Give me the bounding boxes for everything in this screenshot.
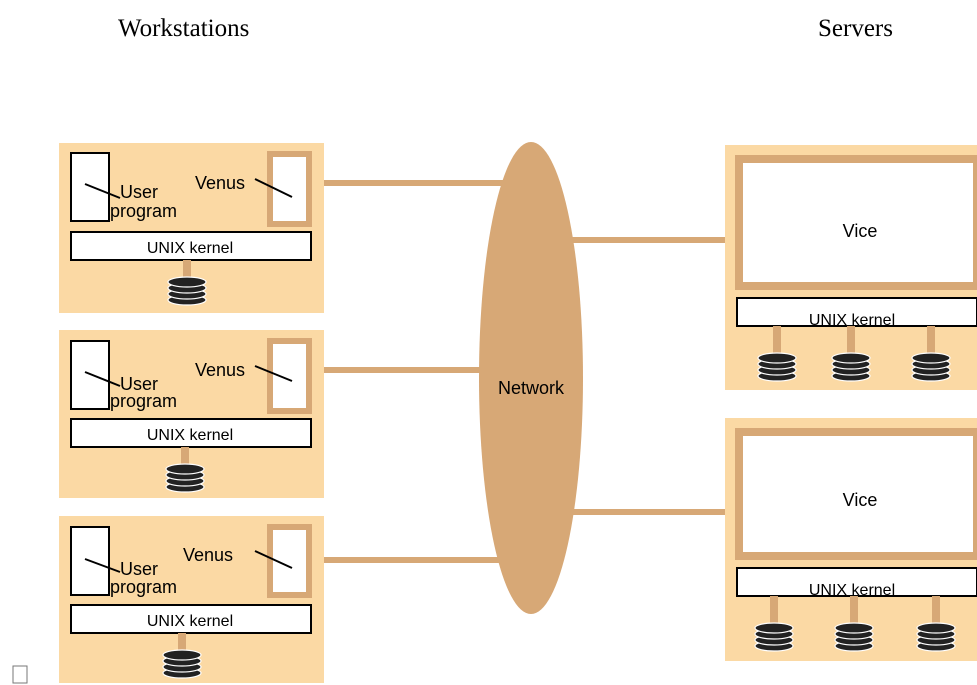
disk-connector bbox=[850, 596, 858, 626]
disk-connector bbox=[773, 326, 781, 356]
user-program-slash bbox=[84, 371, 121, 387]
vice-label: Vice bbox=[843, 490, 878, 510]
unix-kernel-box bbox=[70, 418, 312, 448]
unix-kernel-box bbox=[736, 297, 977, 327]
user-label: User bbox=[120, 374, 158, 394]
disk-stack bbox=[911, 352, 951, 382]
disk-stack bbox=[757, 352, 797, 382]
vice-box bbox=[735, 155, 977, 290]
program-label: program bbox=[110, 201, 177, 221]
vice-box bbox=[735, 428, 977, 560]
unix-kernel-label: UNIX kernel bbox=[809, 582, 895, 599]
disk-stack bbox=[834, 622, 874, 652]
unix-kernel-box bbox=[70, 604, 312, 634]
workstation-2: User program Venus UNIX kernel bbox=[59, 330, 324, 498]
venus-label: Venus bbox=[195, 173, 245, 193]
disk-stack bbox=[916, 622, 956, 652]
server-1: Vice UNIX kernel bbox=[725, 145, 977, 390]
disk-connector bbox=[770, 596, 778, 626]
disk-stack bbox=[754, 622, 794, 652]
disk-connector bbox=[178, 633, 186, 655]
disk-connector bbox=[847, 326, 855, 356]
placeholder-box bbox=[12, 665, 28, 684]
unix-kernel-label: UNIX kernel bbox=[147, 427, 233, 444]
unix-kernel-label: UNIX kernel bbox=[147, 613, 233, 630]
user-label: User bbox=[120, 182, 158, 202]
venus-box bbox=[267, 338, 312, 414]
user-program-slash bbox=[84, 558, 121, 573]
disk-stack bbox=[162, 649, 202, 679]
workstations-heading: Workstations bbox=[118, 15, 249, 42]
program-label: program bbox=[110, 577, 177, 597]
venus-label: Venus bbox=[195, 360, 245, 380]
disk-stack bbox=[831, 352, 871, 382]
user-label: User bbox=[120, 559, 158, 579]
program-label: program bbox=[110, 391, 177, 411]
venus-label: Venus bbox=[183, 545, 233, 565]
venus-slash bbox=[254, 365, 293, 382]
workstation-1: User program Venus UNIX kernel bbox=[59, 143, 324, 313]
disk-connector bbox=[932, 596, 940, 626]
network-label: Network bbox=[498, 378, 565, 398]
disk-connector bbox=[181, 447, 189, 469]
workstation-3: User program Venus UNIX kernel bbox=[59, 516, 324, 683]
user-program-slash bbox=[84, 183, 121, 199]
unix-kernel-box bbox=[736, 567, 977, 597]
servers-heading: Servers bbox=[818, 15, 893, 42]
disk-connector bbox=[183, 260, 191, 282]
network-ellipse bbox=[479, 142, 583, 614]
venus-slash bbox=[254, 178, 293, 198]
venus-slash bbox=[254, 550, 293, 569]
unix-kernel-label: UNIX kernel bbox=[809, 312, 895, 329]
disk-connector bbox=[927, 326, 935, 356]
disk-stack bbox=[165, 463, 205, 493]
vice-label: Vice bbox=[843, 221, 878, 241]
unix-kernel-label: UNIX kernel bbox=[147, 240, 233, 257]
server-2: Vice UNIX kernel bbox=[725, 418, 977, 661]
disk-stack bbox=[167, 276, 207, 306]
